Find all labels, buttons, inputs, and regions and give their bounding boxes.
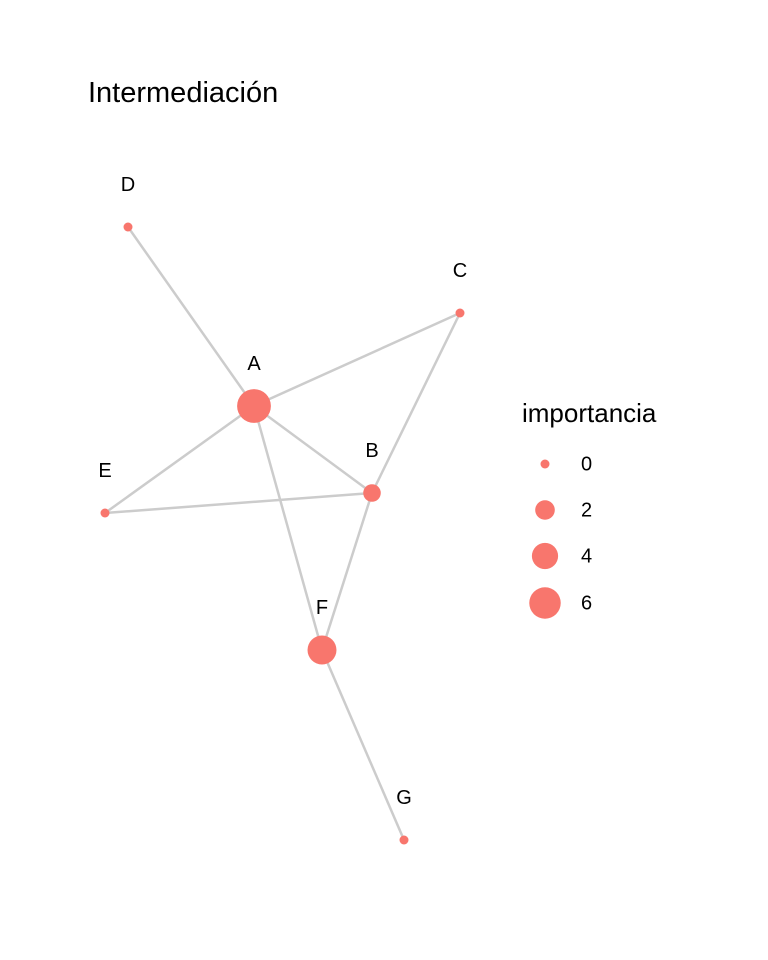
node-label-d: D — [121, 174, 135, 196]
node-label-a: A — [247, 353, 261, 375]
legend-key-0 — [540, 459, 550, 469]
edge-a-e — [104, 404, 255, 515]
node-f — [307, 635, 337, 665]
node-c — [455, 308, 465, 318]
node-labels-layer: A B C D E F G — [98, 174, 467, 809]
legend-title: importancia — [522, 398, 657, 428]
plot-title: Intermediación — [88, 77, 278, 109]
legend-label-4: 4 — [581, 545, 592, 567]
edge-b-c — [370, 312, 462, 494]
node-label-c: C — [453, 260, 467, 282]
legend-label-0: 0 — [581, 453, 592, 475]
legend-label-6: 6 — [581, 592, 592, 614]
node-label-f: F — [316, 597, 328, 619]
node-e — [100, 508, 110, 518]
edge-a-b — [253, 404, 373, 495]
edge-b-e — [104, 491, 373, 515]
legend-items: 0 2 4 6 — [529, 453, 592, 619]
node-d — [123, 222, 133, 232]
node-label-e: E — [98, 460, 111, 482]
node-a — [237, 389, 271, 423]
edge-a-c — [253, 311, 461, 408]
legend-label-2: 2 — [581, 499, 592, 521]
legend-key-6 — [529, 587, 561, 619]
edge-f-g — [320, 649, 406, 841]
legend-key-2 — [535, 500, 555, 520]
node-label-g: G — [396, 787, 412, 809]
node-label-b: B — [365, 440, 378, 462]
edge-a-d — [126, 226, 256, 407]
edges-layer — [104, 226, 462, 841]
node-b — [363, 484, 381, 502]
legend-key-4 — [531, 542, 559, 570]
edge-b-f — [320, 492, 374, 651]
edge-a-f — [252, 405, 324, 651]
legend: importancia 0 2 4 6 — [522, 398, 657, 619]
node-g — [399, 835, 409, 845]
nodes-layer — [100, 222, 465, 845]
